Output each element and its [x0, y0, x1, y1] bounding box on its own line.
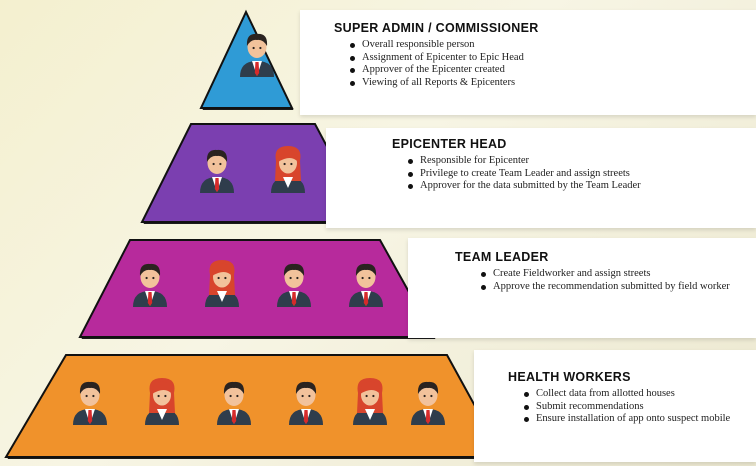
tier-title-super-admin: SUPER ADMIN / COMMISSIONER: [334, 21, 539, 35]
bullet-item: Responsible for Epicenter: [406, 155, 742, 168]
man-avatar-icon: [200, 149, 234, 193]
pyramid-tier-2: [78, 239, 436, 339]
man-avatar-icon: [289, 381, 323, 425]
bullet-item: Submit recommendations: [522, 401, 740, 414]
woman-avatar-icon: [205, 260, 239, 307]
man-avatar-icon: [411, 381, 445, 425]
tier-panel-3: [474, 350, 756, 462]
bullet-item: Privilege to create Team Leader and assi…: [406, 168, 742, 181]
tier-shape: [199, 9, 294, 109]
tier-title-health-workers: HEALTH WORKERS: [508, 370, 631, 384]
bullet-item: Approve the recommendation submitted by …: [479, 281, 735, 294]
tier-text-0: SUPER ADMIN / COMMISSIONER Overall respo…: [334, 21, 744, 89]
tier-text-2: TEAM LEADER Create Fieldworker and assig…: [455, 250, 735, 293]
tier-panel-1: [326, 128, 756, 228]
tier-panel-0: [300, 10, 756, 115]
tier-panel-2: [408, 238, 756, 338]
bullet-item: Ensure installation of app onto suspect …: [522, 413, 740, 426]
tier-bullets-team-leader: Create Fieldworker and assign streets Ap…: [479, 268, 735, 293]
woman-avatar-icon: [353, 378, 387, 425]
woman-avatar-icon: [145, 378, 179, 425]
tier-bullets-epicenter-head: Responsible for Epicenter Privilege to c…: [406, 155, 742, 193]
tier-title-epicenter-head: EPICENTER HEAD: [392, 137, 507, 151]
bullet-item: Assignment of Epicenter to Epic Head: [348, 52, 744, 65]
man-avatar-icon: [133, 263, 167, 307]
pyramid-tier-1: [140, 123, 369, 224]
bullet-item: Collect data from allotted houses: [522, 388, 740, 401]
bullet-item: Overall responsible person: [348, 39, 744, 52]
tier-text-1: EPICENTER HEAD Responsible for Epicenter…: [392, 137, 742, 193]
tier-bullets-health-workers: Collect data from allotted houses Submit…: [522, 388, 740, 426]
pyramid-tier-0: [199, 9, 294, 110]
bullet-item: Viewing of all Reports & Epicenters: [348, 77, 744, 90]
bullet-item: Approver of the Epicenter created: [348, 64, 744, 77]
tier-shape: [4, 354, 505, 458]
tier-bullets-super-admin: Overall responsible person Assignment of…: [348, 39, 744, 89]
man-avatar-icon: [240, 33, 274, 77]
man-avatar-icon: [217, 381, 251, 425]
woman-avatar-icon: [271, 146, 305, 193]
tier-title-team-leader: TEAM LEADER: [455, 250, 549, 264]
man-avatar-icon: [349, 263, 383, 307]
tier-shape: [78, 239, 436, 338]
bullet-item: Approver for the data submitted by the T…: [406, 180, 742, 193]
bullet-item: Create Fieldworker and assign streets: [479, 268, 735, 281]
pyramid-tier-3: [4, 354, 505, 459]
tier-text-3: HEALTH WORKERS Collect data from allotte…: [508, 370, 740, 426]
man-avatar-icon: [73, 381, 107, 425]
man-avatar-icon: [277, 263, 311, 307]
